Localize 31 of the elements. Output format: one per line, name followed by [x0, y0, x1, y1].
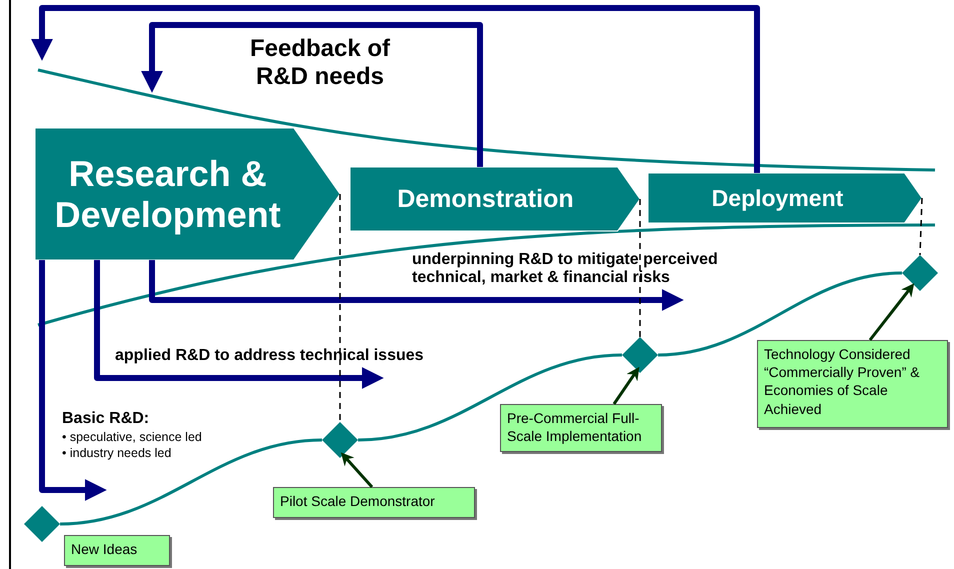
- stage-label: Pilot Scale Demonstrator: [273, 487, 475, 518]
- stage-label: Pre-Commercial Full-Scale Implementation: [500, 404, 662, 452]
- stage-banner: Deployment: [648, 173, 922, 223]
- milestone-diamond: [622, 337, 658, 373]
- edge-label: underpinning R&D to mitigate perceived technical, market & financial risks: [412, 251, 719, 287]
- arrow: [39, 260, 107, 501]
- arrow: [31, 5, 760, 173]
- dashed-line: [339, 194, 341, 422]
- edge-label: Basic R&D:: [62, 410, 150, 428]
- feedback-label: Feedback of R&D needs: [248, 35, 392, 91]
- stage-label: New Ideas: [64, 535, 170, 566]
- edge-label: applied R&D to address technical issues: [115, 347, 424, 365]
- milestone-diamond: [902, 255, 938, 291]
- arrow: [149, 260, 684, 311]
- pointer-arrow: [868, 283, 914, 341]
- curve-line: [60, 438, 322, 526]
- curve-line: [358, 354, 622, 442]
- arrow: [141, 22, 483, 167]
- arrow: [94, 260, 384, 389]
- milestone-diamond: [322, 422, 358, 458]
- stage-banner: Demonstration: [350, 167, 640, 231]
- pointer-arrow: [340, 452, 374, 488]
- dashed-line: [639, 199, 641, 337]
- dashed-line: [919, 198, 923, 256]
- pointer-arrow: [612, 366, 640, 405]
- stage-label: Technology Considered “Commercially Proven” & Economies of Scale Achieved: [757, 340, 948, 428]
- bullet-text: • industry needs led: [62, 446, 172, 460]
- bullet-text: • speculative, science led: [62, 430, 202, 444]
- stage-banner: Research & Development: [35, 128, 340, 260]
- milestone-diamond: [24, 506, 60, 542]
- curve-line: [658, 272, 902, 356]
